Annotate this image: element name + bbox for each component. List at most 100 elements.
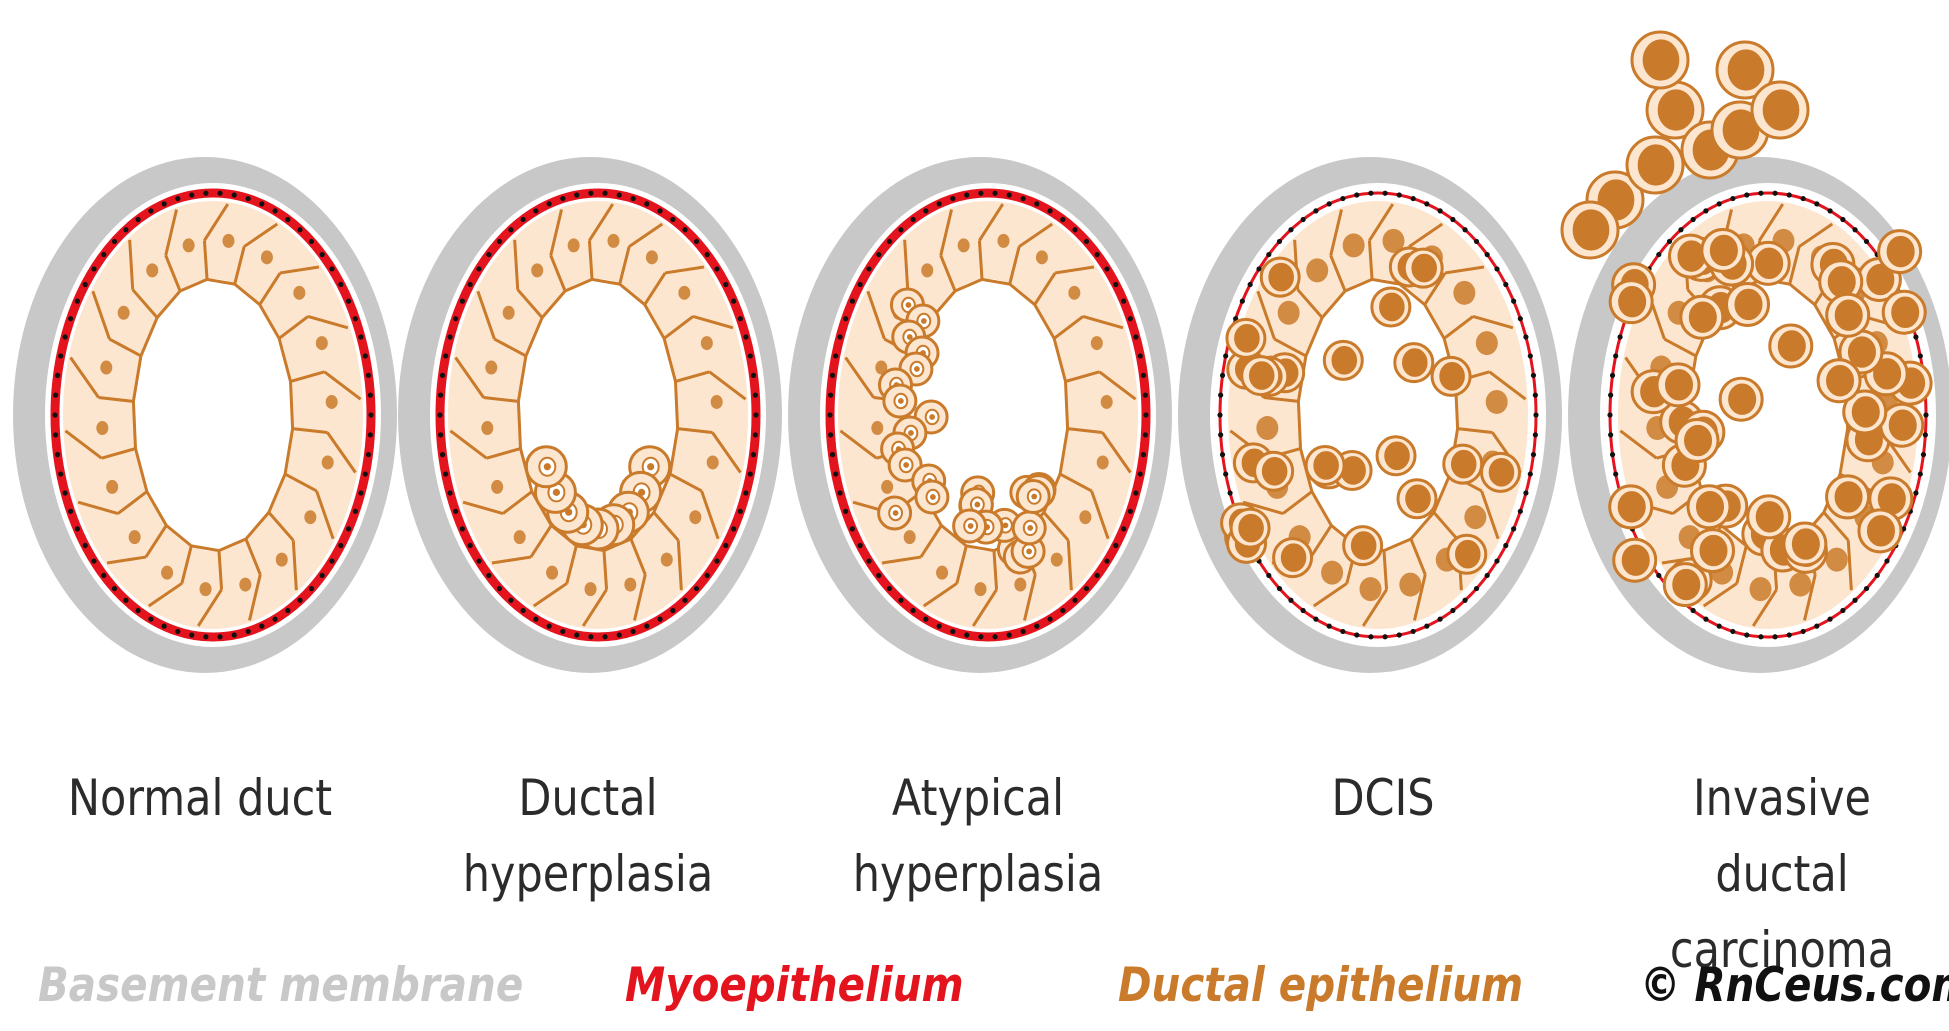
myoepithelium-dot <box>1143 393 1148 398</box>
myoepithelium-dot <box>486 252 491 257</box>
myoepithelium-dot <box>297 227 302 232</box>
myoepithelium-dot <box>1827 617 1832 622</box>
myoepithelium-dot <box>1744 632 1749 637</box>
cell-nucleolus <box>930 494 936 500</box>
cell-nucleus <box>1352 532 1376 559</box>
myoepithelium-dot <box>358 334 363 339</box>
myoepithelium-dot <box>1240 299 1245 304</box>
myoepithelium-dot <box>705 573 710 578</box>
cell-nucleus <box>1380 294 1404 321</box>
myoepithelium-dot <box>887 239 892 244</box>
myoepithelium-dot <box>272 617 277 622</box>
cell-nucleus <box>1256 416 1278 440</box>
myoepithelium-dot <box>1397 192 1402 197</box>
myoepithelium-dot <box>1327 624 1332 629</box>
cell-nucleus <box>1729 385 1755 414</box>
myoepithelium-dot <box>1227 490 1232 495</box>
myoepithelium-dot <box>1485 252 1490 257</box>
cell-nucleolus <box>968 523 974 529</box>
myoepithelium-dot <box>670 217 675 222</box>
cell-nucleus <box>1868 516 1894 545</box>
cell-nucleus <box>1892 298 1918 327</box>
myoepithelium-dot <box>68 316 73 321</box>
myoepithelium-dot <box>751 373 756 378</box>
label-ductal-hyperplasia: Ductal hyperplasia <box>442 760 734 912</box>
myoepithelium-dot <box>329 266 334 271</box>
cell-nucleus <box>1452 451 1476 478</box>
myoepithelium-dot <box>1691 608 1696 613</box>
label-invasive-ductal-carcinoma: Invasive ductal carcinoma <box>1636 760 1928 988</box>
invasive-ductal-carcinoma <box>1562 32 1949 673</box>
myoepithelium-dot <box>497 586 502 591</box>
cell-nucleus <box>1639 145 1674 184</box>
cell-nucleus <box>1314 452 1338 479</box>
myoepithelium-dot <box>833 471 838 476</box>
myoepithelium-dot <box>1913 490 1918 495</box>
myoepithelium-dot <box>203 191 208 196</box>
myoepithelium-dot <box>346 526 351 531</box>
myoepithelium-dot <box>858 282 863 287</box>
myoepithelium-dot <box>91 266 96 271</box>
cell-nucleus <box>1826 548 1848 572</box>
myoepithelium-dot <box>714 266 719 271</box>
myoepithelium-dot <box>898 227 903 232</box>
myoepithelium-dot <box>353 509 358 514</box>
myoepithelium-dot <box>850 299 855 304</box>
myoepithelium-dot <box>1503 282 1508 287</box>
myoepithelium-dot <box>353 316 358 321</box>
myoepithelium-dot <box>1503 543 1508 548</box>
myoepithelium-dot <box>1007 192 1012 197</box>
cell-nucleus <box>1697 492 1723 521</box>
myoepithelium-dot <box>366 452 371 457</box>
myoepithelium-dot <box>617 192 622 197</box>
myoepithelium-dot <box>1021 196 1026 201</box>
myoepithelium-dot <box>1864 239 1869 244</box>
myoepithelium-dot <box>1608 393 1613 398</box>
myoepithelium-dot <box>329 558 334 563</box>
myoepithelium-dot <box>123 227 128 232</box>
label-ductal-hyperplasia-line2: hyperplasia <box>442 836 734 912</box>
myoepithelium-dot <box>1656 252 1661 257</box>
myoepithelium-dot <box>1758 634 1763 639</box>
myoepithelium-dot <box>1277 239 1282 244</box>
cell-nucleus <box>1282 544 1306 571</box>
myoepithelium-dot <box>521 608 526 613</box>
cell-nucleolus <box>898 398 904 404</box>
myoepithelium-dot <box>1368 634 1373 639</box>
myoepithelium-dot <box>631 629 636 634</box>
myoepithelium-dot <box>950 629 955 634</box>
myoepithelium-dot <box>533 208 538 213</box>
cell-nucleus <box>1757 502 1783 531</box>
myoepithelium-dot <box>1047 208 1052 213</box>
myoepithelium-dot <box>1266 573 1271 578</box>
myoepithelium-dot <box>1340 629 1345 634</box>
myoepithelium-dot <box>830 452 835 457</box>
myoepithelium-dot <box>1368 191 1373 196</box>
myoepithelium-dot <box>1864 586 1869 591</box>
myoepithelium-dot <box>560 196 565 201</box>
myoepithelium-dot <box>497 239 502 244</box>
myoepithelium-dot <box>521 217 526 222</box>
myoepithelium-dot <box>843 509 848 514</box>
myoepithelium-dot <box>644 201 649 206</box>
myoepithelium-dot <box>189 192 194 197</box>
cell-nucleolus <box>1027 525 1033 531</box>
myoepithelium-dot <box>1437 617 1442 622</box>
myoepithelium-dot <box>1288 227 1293 232</box>
myoepithelium-dot <box>1531 373 1536 378</box>
myoepithelium-dot <box>1607 412 1612 417</box>
myoepithelium-dot <box>136 217 141 222</box>
myoepithelium-dot <box>101 252 106 257</box>
cell-nucleus <box>1619 492 1645 521</box>
myoepithelium-dot <box>1613 471 1618 476</box>
myoepithelium-dot <box>1814 624 1819 629</box>
cell-nucleus <box>1250 362 1274 389</box>
myoepithelium-dot <box>911 217 916 222</box>
myoepithelium-dot <box>217 191 222 196</box>
myoepithelium-dot <box>1301 217 1306 222</box>
myoepithelium-dot <box>876 252 881 257</box>
myoepithelium-dot <box>714 558 719 563</box>
cell-nucleus <box>1333 347 1357 374</box>
legend-myoepithelium: Myoepithelium <box>625 958 964 1013</box>
